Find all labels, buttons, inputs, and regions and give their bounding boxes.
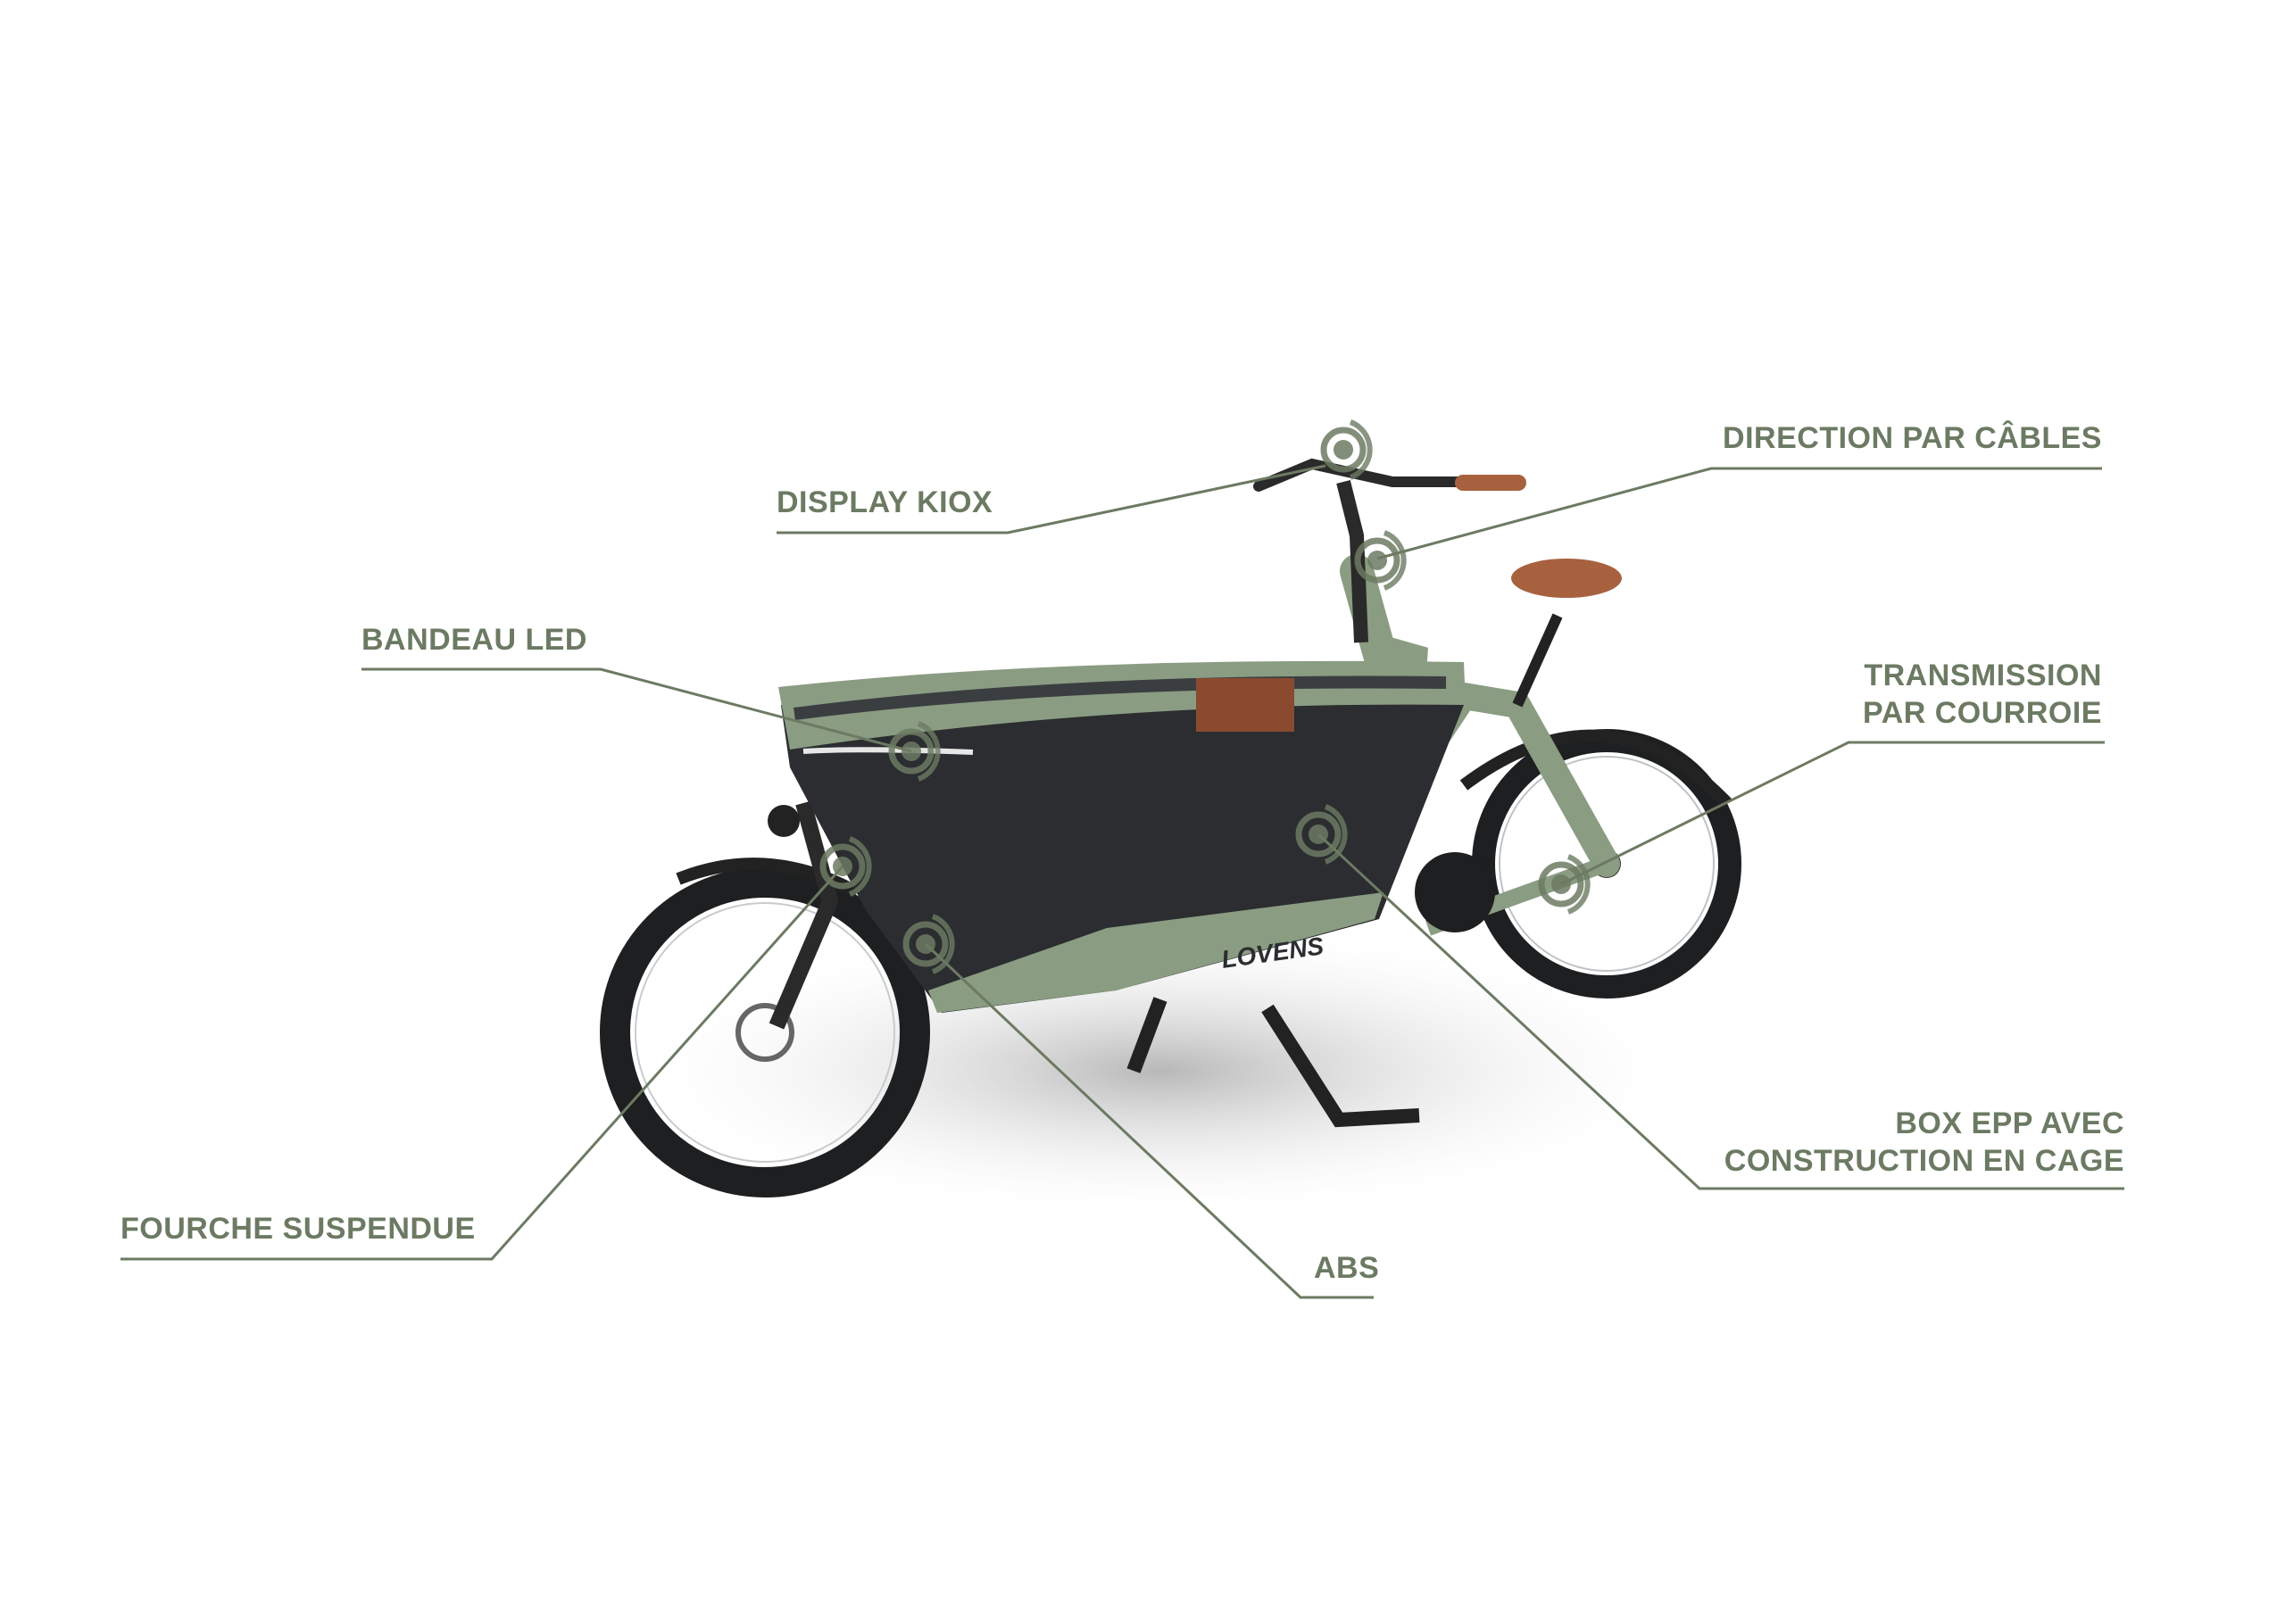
callout-line-direction <box>1376 467 2102 560</box>
label-box-line1: BOX EPP AVEC <box>1895 1106 2124 1140</box>
front-fork <box>769 800 839 1030</box>
label-box-line2: CONSTRUCTION EN CAGE <box>1724 1144 2124 1178</box>
motor <box>1415 852 1495 932</box>
label-abs: ABS <box>1314 1251 1380 1285</box>
hotspot-marker-box[interactable] <box>1295 804 1348 865</box>
label-direction-par-cables: DIRECTION PAR CÂBLES <box>1723 421 2102 455</box>
callout-line-transmission <box>1560 741 2105 886</box>
label-fourche-suspendue: FOURCHE SUSPENDUE <box>120 1212 476 1246</box>
hotspot-marker-transmission[interactable] <box>1538 854 1591 915</box>
hotspot-marker-direction[interactable] <box>1354 530 1407 591</box>
saddle <box>1511 559 1622 598</box>
kickstand <box>1126 997 1420 1128</box>
callout-line-abs <box>924 942 1374 1299</box>
callout-line-fourche <box>120 866 844 1261</box>
hotspot-marker-fourche[interactable] <box>819 836 872 897</box>
label-display-kiox: DISPLAY KIOX <box>777 485 993 519</box>
hotspot-marker-bandeau-led[interactable] <box>888 721 941 782</box>
cargo-box: LOVENS <box>778 660 1466 1013</box>
label-transmission-line2: PAR COURROIE <box>1863 696 2102 730</box>
callout-line-box <box>1317 833 2124 1190</box>
callout-lines <box>120 464 2124 1299</box>
callout-line-bandeau-led <box>361 667 912 753</box>
label-transmission-line1: TRANSMISSION <box>1864 659 2102 692</box>
hotspot-marker-abs[interactable] <box>902 914 955 974</box>
headlight <box>768 805 800 837</box>
hotspot-marker-display-kiox[interactable] <box>1320 419 1373 480</box>
callout-line-display-kiox <box>777 464 1326 534</box>
label-bandeau-led: BANDEAU LED <box>361 623 587 657</box>
